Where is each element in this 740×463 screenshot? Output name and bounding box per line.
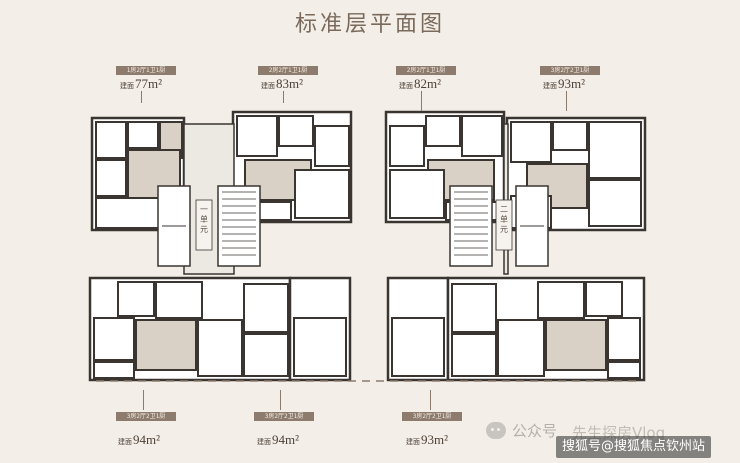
right-corridor	[503, 123, 509, 275]
living-room	[135, 319, 197, 371]
bathroom	[552, 121, 588, 151]
bedroom	[243, 333, 289, 377]
unit-tag-7: 3房2厅2卫1厨	[402, 412, 462, 421]
unit-tag-1: 1房2厅1卫1厨	[116, 66, 176, 75]
left-stair	[217, 185, 261, 267]
bathroom	[278, 115, 314, 147]
bedroom	[197, 319, 243, 377]
core-label-2: 单	[500, 214, 508, 224]
bedroom	[389, 169, 445, 219]
unit-tag-4: 3房2厅2卫1厨	[540, 66, 600, 75]
bedroom	[588, 121, 642, 179]
bedroom	[389, 125, 425, 167]
unit-area-7: 建面93m²	[406, 432, 449, 447]
page-title: 标准层平面图	[294, 12, 445, 37]
bathroom	[127, 121, 159, 149]
unit-area-2: 建面83m²	[261, 76, 304, 91]
bedroom	[95, 121, 127, 159]
unit-tag-2: 2房2厅1卫1厨	[258, 66, 318, 75]
balcony	[607, 361, 641, 379]
rooms-layer	[88, 110, 647, 382]
bedroom	[461, 115, 503, 157]
balcony	[93, 361, 135, 379]
unit-tag-5: 3房2厅2卫1厨	[116, 412, 176, 421]
unit-tag-6: 3房2厅2卫1厨	[254, 412, 314, 421]
unit-area-3: 建面82m²	[399, 76, 442, 91]
bedroom	[391, 317, 445, 377]
core-label-box-2	[495, 199, 513, 251]
sohu-watermark: 搜狐号@搜狐焦点钦州站	[556, 436, 712, 458]
bedroom	[236, 115, 278, 157]
unit-area-4: 建面93m²	[543, 76, 586, 91]
core-label-2: 元	[500, 225, 508, 234]
bedroom	[314, 125, 350, 167]
unit-area-1: 建面77m²	[120, 76, 163, 91]
bathroom	[117, 281, 155, 317]
bathroom	[585, 281, 623, 317]
bedroom	[451, 283, 497, 333]
bedroom	[243, 283, 289, 333]
core-label-1: 单	[200, 214, 208, 224]
right-stair	[449, 185, 493, 267]
unit-area-6: 建面94m²	[257, 432, 300, 447]
bedroom	[293, 317, 347, 377]
living-room	[545, 319, 607, 371]
wechat-icon	[486, 422, 506, 439]
unit-area-5: 建面94m²	[118, 432, 161, 447]
bedroom	[451, 333, 497, 377]
bedroom	[93, 317, 135, 361]
bedroom	[497, 319, 545, 377]
core-label-2: 二	[500, 205, 508, 214]
core-label-1: 一	[200, 205, 208, 214]
bedroom	[607, 317, 641, 361]
core-label-1: 元	[200, 225, 208, 234]
bathroom	[425, 115, 461, 147]
kitchen	[155, 281, 203, 319]
unit-tag-3: 2房2厅1卫1厨	[396, 66, 456, 75]
wechat-watermark: 公众号	[486, 420, 557, 441]
bedroom	[95, 159, 127, 197]
bedroom	[294, 169, 350, 219]
bedroom	[510, 121, 552, 163]
bedroom	[588, 179, 642, 227]
kitchen	[537, 281, 585, 319]
core-label-box-1	[195, 199, 213, 251]
